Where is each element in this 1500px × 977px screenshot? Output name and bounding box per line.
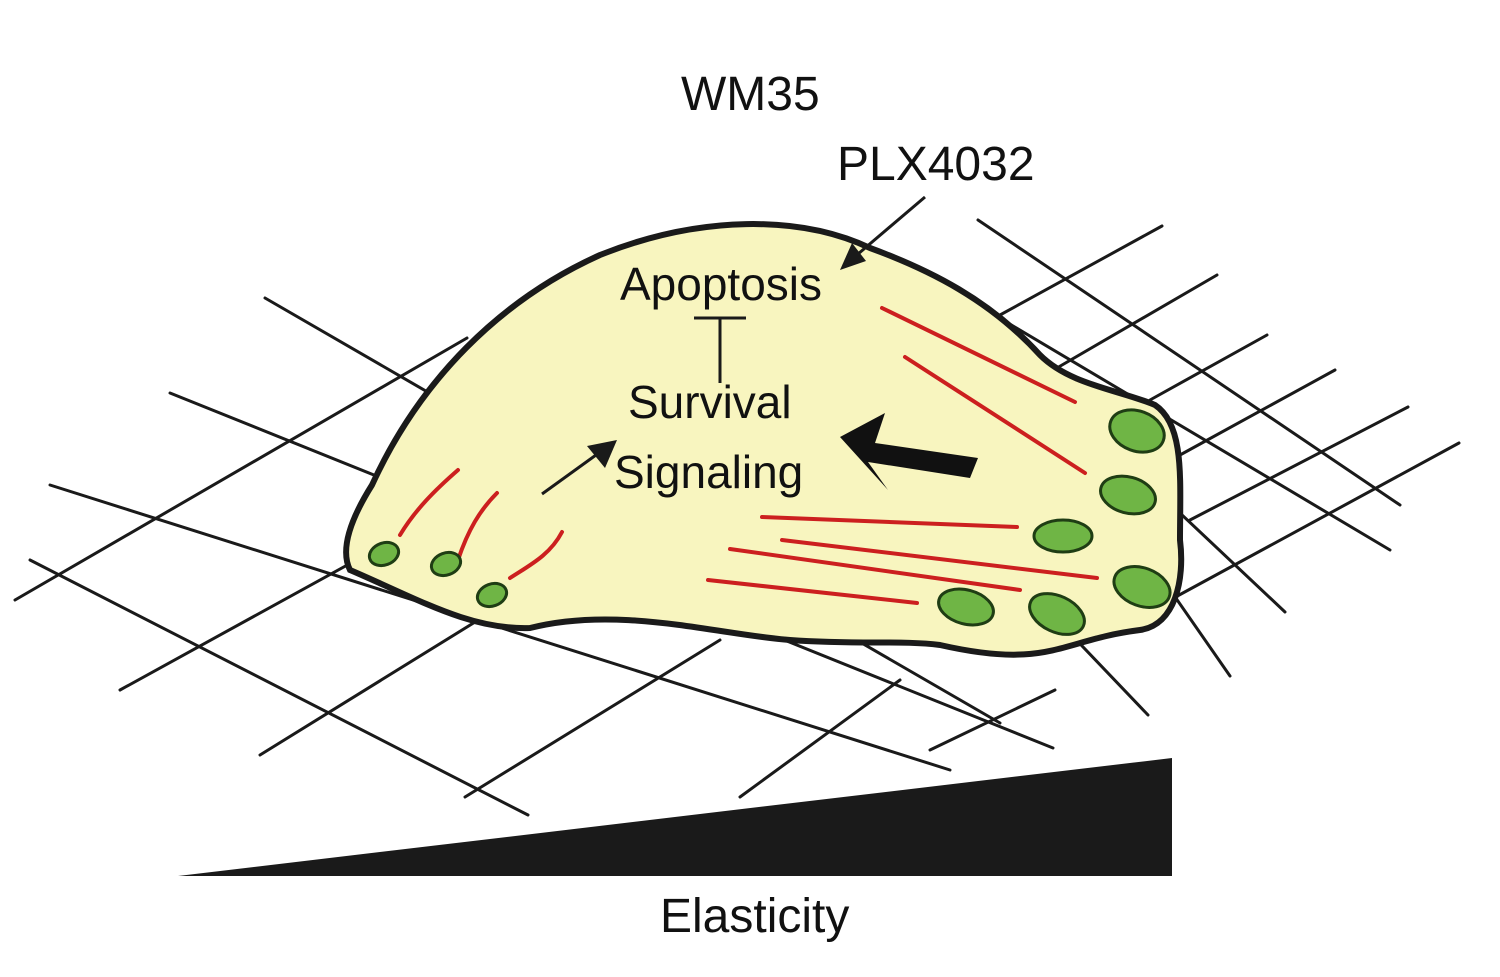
mechanotransduction-arrow-icon	[840, 413, 978, 490]
signaling-label: Signaling	[614, 446, 803, 498]
mesh-line	[1001, 318, 1392, 552]
stress-fibers	[398, 306, 1099, 605]
mesh-line	[1148, 333, 1269, 402]
focal-adhesion	[1032, 518, 1094, 554]
focal-adhesion	[367, 540, 401, 568]
stress-fiber	[398, 468, 460, 537]
mesh-line	[928, 688, 1057, 752]
stress-fiber	[728, 547, 1022, 592]
elasticity-wedge	[178, 758, 1172, 876]
focal-adhesions	[367, 408, 1172, 636]
signaling-input-arrow	[541, 440, 617, 496]
apoptosis-label: Apoptosis	[620, 258, 822, 310]
focal-adhesion	[1112, 565, 1172, 609]
mesh-line	[13, 336, 469, 602]
stress-fiber	[456, 491, 499, 562]
mesh-line	[738, 678, 902, 799]
stress-fiber	[880, 306, 1077, 404]
stress-fiber	[508, 530, 564, 580]
mesh-line	[1168, 441, 1461, 602]
mesh-line	[28, 558, 530, 817]
mesh-line	[1188, 405, 1410, 522]
mesh-line	[976, 218, 1402, 507]
elasticity-label: Elasticity	[660, 890, 849, 943]
focal-adhesion	[429, 550, 463, 578]
focal-adhesion	[475, 581, 509, 609]
focal-adhesion	[1108, 408, 1166, 454]
stress-fiber	[760, 515, 1019, 529]
focal-adhesion	[937, 587, 995, 627]
mesh-line	[998, 224, 1164, 317]
drug-label: PLX4032	[837, 138, 1035, 191]
cell-body	[343, 221, 1185, 658]
stress-fiber	[706, 578, 919, 605]
substrate-mesh	[13, 218, 1461, 817]
survival-label: Survival	[628, 376, 792, 428]
focal-adhesion	[1028, 592, 1086, 636]
focal-adhesion	[1099, 474, 1157, 516]
stress-fiber	[903, 355, 1087, 475]
drug-arrow	[840, 195, 926, 270]
mesh-line	[1048, 273, 1219, 374]
cell-line-label: WM35	[681, 68, 820, 121]
mesh-line	[463, 638, 722, 799]
mesh-line	[1178, 368, 1337, 457]
inhibition-bar	[694, 316, 746, 383]
stress-fiber	[780, 538, 1099, 580]
